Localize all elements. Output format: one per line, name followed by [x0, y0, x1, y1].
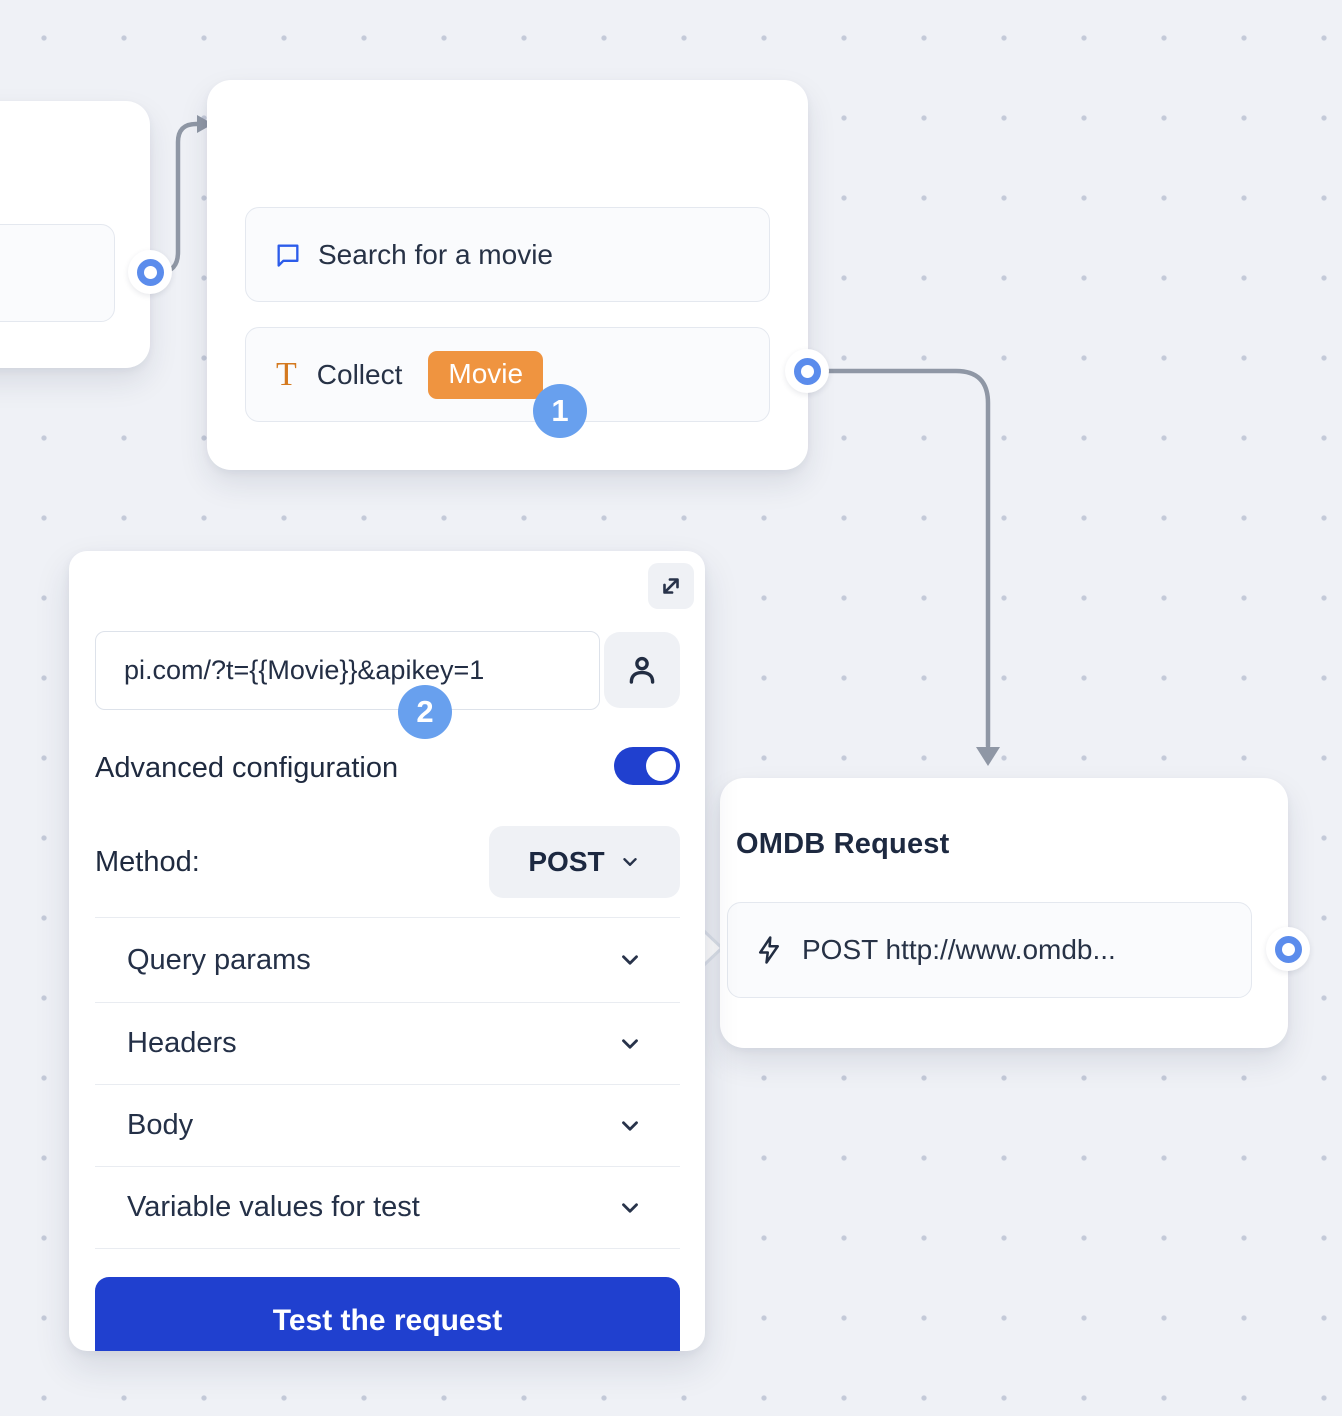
omdb-request-node[interactable]: OMDB Request POST http://www.omdb...	[720, 778, 1288, 1048]
section-query-params[interactable]: Query params	[95, 917, 680, 1002]
partial-node-output-port[interactable]	[128, 250, 172, 294]
person-icon	[625, 653, 659, 687]
section-variable-values[interactable]: Variable values for test	[95, 1166, 680, 1248]
expand-button[interactable]	[648, 563, 694, 609]
chevron-down-icon	[617, 1113, 643, 1139]
section-body[interactable]: Body	[95, 1084, 680, 1166]
expand-icon	[658, 573, 684, 599]
step-2-annotation: 2	[398, 685, 452, 739]
collect-item[interactable]: T Collect Movie	[245, 327, 770, 422]
method-select[interactable]: POST	[489, 826, 680, 898]
toggle-knob	[646, 751, 676, 781]
webhook-config-panel[interactable]: 2 Advanced configuration Method: POST Qu…	[69, 551, 705, 1351]
request-item[interactable]: POST http://www.omdb...	[727, 902, 1252, 998]
chat-bubble-icon	[274, 241, 302, 269]
request-url-input[interactable]	[95, 631, 600, 710]
step-1-annotation: 1	[533, 384, 587, 438]
section-label: Query params	[127, 943, 311, 976]
lightning-icon	[754, 935, 784, 965]
port-ring	[793, 357, 821, 385]
port-ring	[1274, 935, 1302, 963]
chevron-down-icon	[617, 1031, 643, 1057]
advanced-configuration-label: Advanced configuration	[95, 751, 399, 784]
connector-movie-search-to-omdb	[817, 368, 1000, 766]
method-label: Method:	[95, 845, 200, 878]
partial-node-item[interactable]	[0, 224, 115, 322]
variable-badge[interactable]: Movie	[428, 350, 544, 399]
method-value: POST	[528, 846, 605, 877]
section-label: Headers	[127, 1027, 237, 1059]
chevron-down-icon	[619, 851, 641, 873]
section-divider	[95, 1248, 680, 1249]
movie-search-node[interactable]: Movie search Search for a movie T Collec…	[207, 80, 808, 470]
movie-search-output-port[interactable]	[785, 349, 829, 393]
section-label: Body	[127, 1109, 194, 1141]
node-title: OMDB Request	[736, 828, 950, 860]
partial-node[interactable]	[0, 101, 150, 368]
port-ring	[136, 258, 164, 286]
assign-variable-button[interactable]	[604, 632, 680, 708]
section-label: Variable values for test	[127, 1191, 420, 1223]
message-item[interactable]: Search for a movie	[245, 207, 770, 302]
test-request-button[interactable]: Test the request	[95, 1277, 680, 1351]
text-icon: T	[276, 355, 297, 393]
message-item-label: Search for a movie	[318, 238, 553, 270]
request-item-label: POST http://www.omdb...	[802, 934, 1116, 965]
section-headers[interactable]: Headers	[95, 1002, 680, 1084]
chevron-down-icon	[617, 1195, 643, 1221]
advanced-configuration-toggle[interactable]	[614, 747, 680, 785]
collect-item-label: Collect	[316, 358, 403, 390]
omdb-output-port[interactable]	[1266, 927, 1310, 971]
chevron-down-icon	[617, 947, 643, 973]
connector-left-to-movie-search	[151, 115, 213, 275]
